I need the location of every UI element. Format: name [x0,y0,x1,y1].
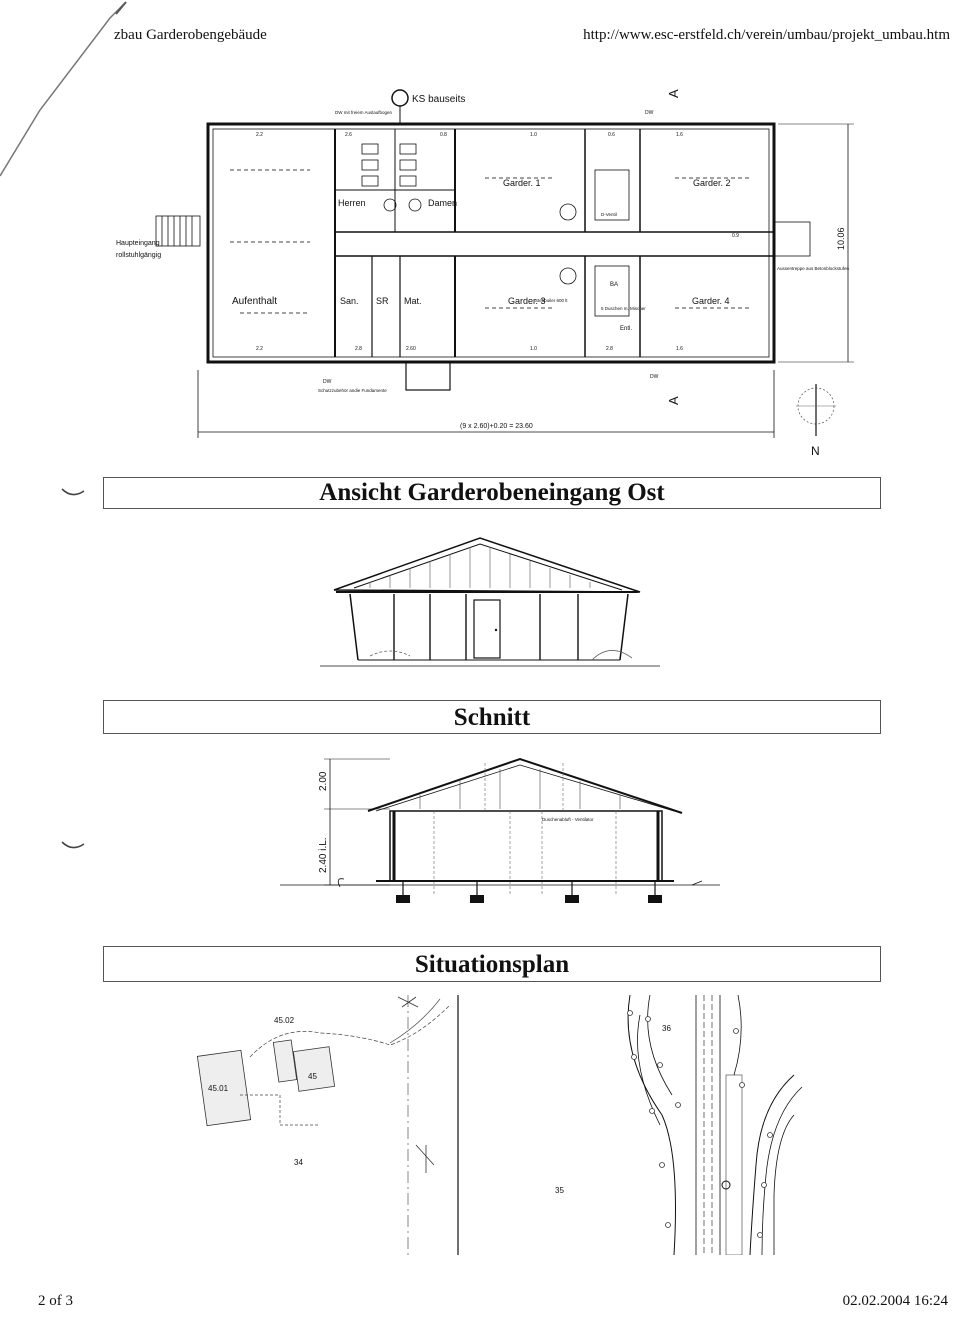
svg-text:1.6: 1.6 [676,346,683,352]
svg-text:2.2: 2.2 [256,346,263,352]
svg-text:0.6: 0.6 [608,132,615,138]
section-title-situationsplan: Situationsplan [103,946,881,982]
interior-room [389,810,663,882]
room-damen: Damen [428,198,457,208]
note-schuetz: Schutzzubehör andie Fundamente [318,388,387,393]
roof [333,537,641,593]
wheelchair-label: rollstuhlgängig [116,252,161,259]
site-plan: 45.02 45.01 45 34 35 36 [190,995,810,1255]
svg-text:2.8: 2.8 [355,346,362,352]
building-45-01 [196,1049,252,1127]
roof-section [367,757,683,814]
cross-section: 2.00 2.40 i.L. Duschenabluft - Ventilato… [280,745,720,915]
dw-label-bottom: DW [650,374,659,380]
dim-lower: 2.40 i.L. [318,837,329,873]
building-45 [292,1046,336,1092]
punch-hole-mark [61,488,85,496]
room-san: San. [340,296,359,306]
folded-corner [0,0,128,180]
svg-text:2.2: 2.2 [256,132,263,138]
svg-text:2.6: 2.6 [345,132,352,138]
width-dim: 10.06 [836,227,846,250]
dw-note: DW mit freiem Auslaufbogen [335,110,393,115]
svg-text:0.8: 0.8 [440,132,447,138]
note-ventil: D-Ventil [601,212,617,217]
parcel-35: 35 [555,1186,564,1195]
north-label: N [811,444,820,458]
note-outer-stair: Aussentreppe aus Betonblockstufen [777,266,850,271]
section-title-schnitt: Schnitt [103,700,881,734]
room-sr: SR [376,296,389,306]
room-garder-2: Garder. 2 [693,178,731,188]
page-title: zbau Garderobengebäude [114,27,267,43]
note-duschen: 5 Duschen m. Mischer [601,306,646,311]
print-datetime: 02.02.2004 16:24 [842,1293,948,1309]
svg-text:2.60: 2.60 [406,346,416,352]
room-mat: Mat. [404,296,422,306]
ks-circle-icon [391,89,409,107]
room-garder-1: Garder. 1 [503,178,541,188]
floor-plan: KS bauseits DW mit freiem Auslaufbogen A… [110,80,870,460]
note-boiler: Stehboiler 600 lt [535,298,568,303]
ks-label: KS bauseits [412,94,465,105]
section-mark-bottom: A [666,396,681,405]
main-entrance-stair [155,215,201,247]
room-herren: Herren [338,198,366,208]
fan-note: Duschenabluft - Ventilator [542,817,594,822]
room-aufenthalt: Aufenthalt [232,296,277,307]
east-stair [773,221,811,257]
building-outline [206,122,776,364]
parcel-36: 36 [662,1024,671,1033]
page-number: 2 of 3 [38,1293,73,1309]
svg-text:1.6: 1.6 [676,132,683,138]
punch-hole-mark [61,841,85,849]
main-entrance-label: Haupteingang [116,240,160,247]
parcel-45-02: 45.02 [274,1016,295,1025]
room-entl: Entl. [620,326,632,332]
total-length-dim: (9 x 2.60)+0.20 = 23.60 [460,423,533,430]
parcel-45-01: 45.01 [208,1084,229,1093]
dw-label-top: DW [645,110,654,116]
parcel-45: 45 [308,1072,317,1081]
svg-text:1.0: 1.0 [530,132,537,138]
entrance-door [473,599,501,659]
svg-text:0.9: 0.9 [732,233,739,239]
section-mark-top: A [666,89,681,98]
elevation-view [310,530,670,676]
svg-text:1.0: 1.0 [530,346,537,352]
page-url[interactable]: http://www.esc-erstfeld.ch/verein/umbau/… [583,27,950,43]
section-title-ansicht: Ansicht Garderobeneingang Ost [103,477,881,509]
dim-upper: 2.00 [318,771,329,791]
room-garder-3: Garder. 3 [508,296,546,306]
dw-label-left: DW [323,379,332,385]
room-ba: BA [610,282,618,288]
svg-text:2.8: 2.8 [606,346,613,352]
room-garder-4: Garder. 4 [692,296,730,306]
parcel-34: 34 [294,1158,303,1167]
